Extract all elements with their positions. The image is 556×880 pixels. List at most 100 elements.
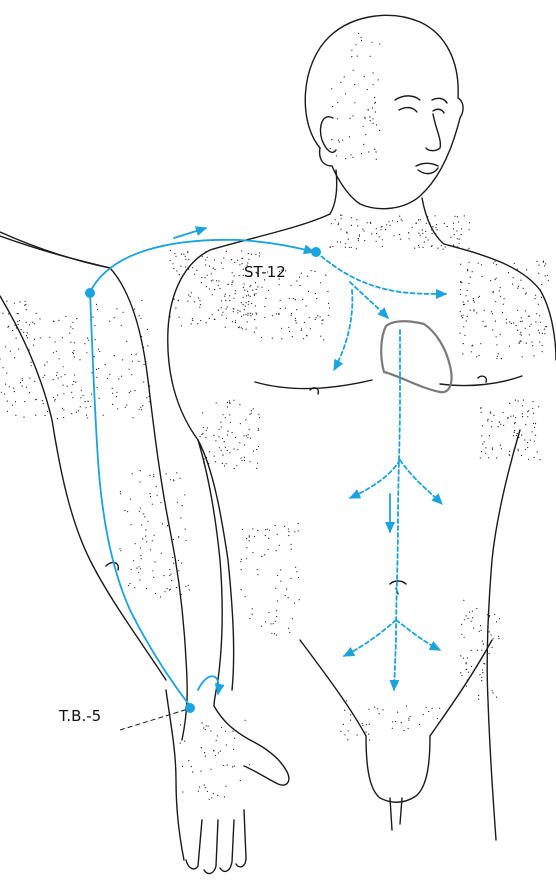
stipple-dot bbox=[258, 428, 259, 429]
stipple-dot bbox=[27, 337, 28, 338]
stipple-dot bbox=[33, 345, 34, 346]
stipple-dot bbox=[368, 709, 369, 710]
stipple-dot bbox=[258, 430, 259, 431]
stipple-dot bbox=[222, 455, 223, 456]
stipple-dot bbox=[149, 401, 150, 402]
stipple-dot bbox=[219, 429, 220, 430]
stipple-dot bbox=[129, 583, 130, 584]
central-vertical-line bbox=[394, 330, 400, 690]
stipple-dot bbox=[62, 385, 63, 386]
stipple-dot bbox=[209, 318, 210, 319]
stipple-dot bbox=[73, 353, 74, 354]
stipple-dot bbox=[142, 405, 143, 406]
stipple-dot bbox=[208, 463, 209, 464]
stipple-dot bbox=[215, 461, 216, 462]
stipple-dot bbox=[130, 524, 131, 525]
stipple-dot bbox=[243, 287, 244, 288]
stipple-dot bbox=[357, 734, 358, 735]
stipple-dot bbox=[214, 259, 215, 260]
stipple-dot bbox=[466, 669, 467, 670]
stipple-dot bbox=[460, 672, 461, 673]
mouth bbox=[416, 163, 438, 173]
stipple-dot bbox=[232, 731, 233, 732]
stipple-dot bbox=[331, 139, 332, 140]
stipple-dot bbox=[231, 284, 232, 285]
stipple-dot bbox=[131, 354, 132, 355]
stipple-dot bbox=[432, 226, 433, 227]
stipple-dot bbox=[178, 300, 179, 301]
stipple-dot bbox=[288, 528, 289, 529]
stipple-dot bbox=[250, 313, 251, 314]
stipple-dot bbox=[22, 386, 23, 387]
stipple-dot bbox=[427, 216, 428, 217]
stipple-dot bbox=[509, 403, 510, 404]
stipple-dot bbox=[265, 298, 266, 299]
stipple-dot bbox=[124, 510, 125, 511]
stipple-dot bbox=[487, 419, 488, 420]
chest-branch-right bbox=[316, 252, 446, 294]
chest-branch-left bbox=[334, 290, 352, 370]
stipple-dot bbox=[252, 552, 253, 553]
stipple-dot bbox=[241, 569, 242, 570]
stipple-dot bbox=[518, 437, 519, 438]
stipple-dot bbox=[188, 585, 189, 586]
stipple-dot bbox=[198, 297, 199, 298]
stipple-dot bbox=[435, 233, 436, 234]
stipple-dot bbox=[256, 289, 257, 290]
stipple-dot bbox=[146, 541, 147, 542]
stipple-dot bbox=[375, 102, 376, 103]
stipple-dot bbox=[294, 531, 295, 532]
stipple-dot bbox=[78, 410, 79, 411]
stipple-dot bbox=[39, 318, 40, 319]
stipple-dot bbox=[419, 247, 420, 248]
stipple-dot bbox=[221, 262, 222, 263]
stipple-dot bbox=[491, 421, 492, 422]
stipple-dot bbox=[229, 295, 230, 296]
stipple-dot bbox=[29, 349, 30, 350]
stipple-dot bbox=[147, 329, 148, 330]
stipple-dot bbox=[464, 637, 465, 638]
stipple-dot bbox=[149, 386, 150, 387]
stipple-dot bbox=[492, 692, 493, 693]
stipple-dot bbox=[476, 312, 477, 313]
stipple-dot bbox=[489, 435, 490, 436]
stipple-dot bbox=[517, 288, 518, 289]
stipple-dot bbox=[140, 318, 141, 319]
stipple-dot bbox=[515, 417, 516, 418]
stipple-dot bbox=[69, 333, 70, 334]
stipple-dot bbox=[492, 329, 493, 330]
stipple-dot bbox=[173, 563, 174, 564]
stipple-dot bbox=[441, 245, 442, 246]
stipple-dot bbox=[493, 291, 494, 292]
stipple-dot bbox=[12, 405, 13, 406]
stipple-dot bbox=[539, 315, 540, 316]
stipple-dot bbox=[117, 408, 118, 409]
stipple-dot bbox=[483, 663, 484, 664]
stipple-dot bbox=[453, 246, 454, 247]
stipple-dot bbox=[495, 279, 496, 280]
stipple-dot bbox=[345, 93, 346, 94]
stipple-dot bbox=[140, 555, 141, 556]
stipple-dot bbox=[453, 228, 454, 229]
stipple-dot bbox=[140, 568, 141, 569]
stipple-dot bbox=[18, 349, 19, 350]
stipple-dot bbox=[320, 336, 321, 337]
stipple-dot bbox=[277, 534, 278, 535]
stipple-dot bbox=[352, 157, 353, 158]
stipple-dot bbox=[321, 323, 322, 324]
stipple-dot bbox=[490, 413, 491, 414]
stipple-dot bbox=[112, 393, 113, 394]
stipple-dot bbox=[432, 708, 433, 709]
stipple-dot bbox=[496, 344, 497, 345]
stipple-dot bbox=[91, 372, 92, 373]
stipple-dot bbox=[536, 313, 537, 314]
stipple-dot bbox=[63, 417, 64, 418]
stipple-dot bbox=[526, 292, 527, 293]
stipple-dot bbox=[99, 351, 100, 352]
stipple-dot bbox=[250, 285, 251, 286]
stipple-dot bbox=[164, 591, 165, 592]
stipple-dot bbox=[221, 300, 222, 301]
stipple-dot bbox=[129, 392, 130, 393]
stipple-dot bbox=[221, 314, 222, 315]
stipple-dot bbox=[252, 614, 253, 615]
